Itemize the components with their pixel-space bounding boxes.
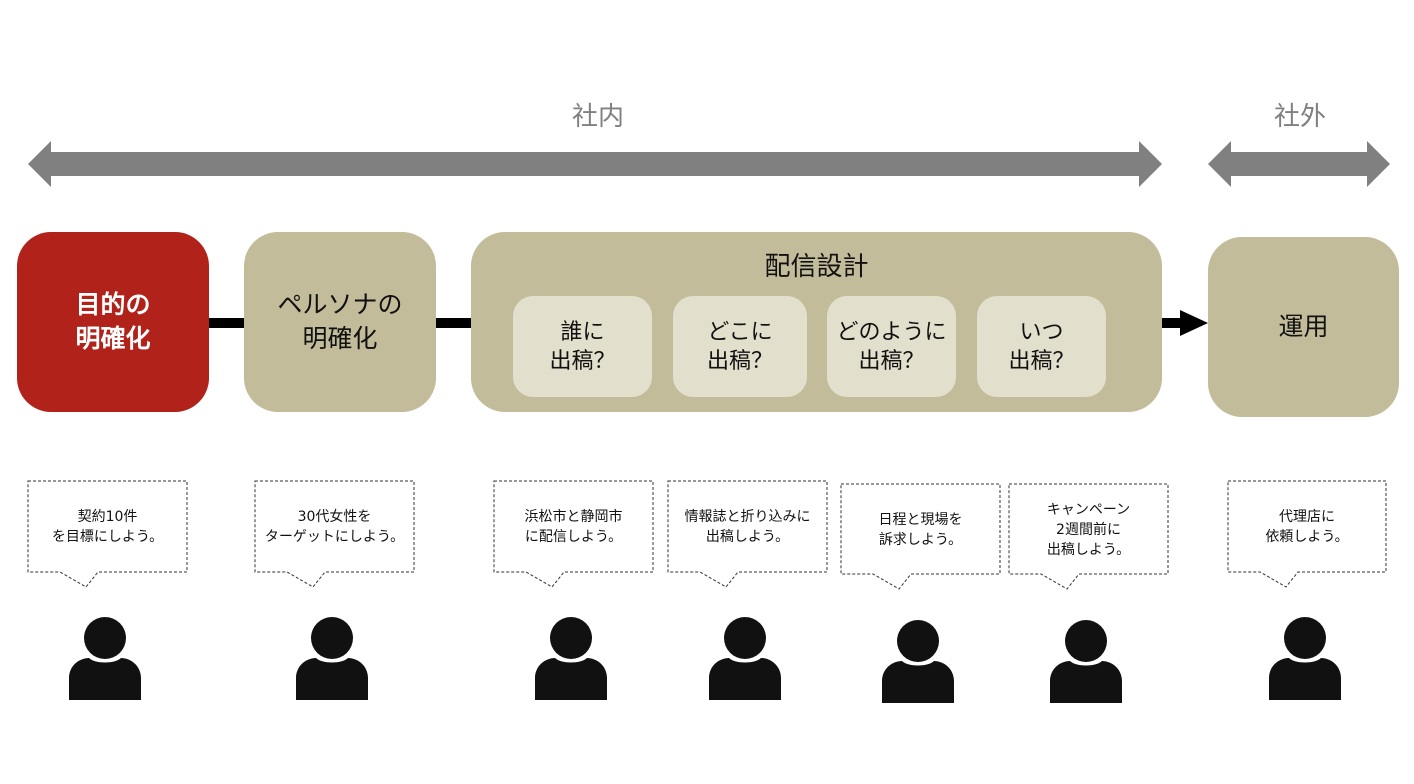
speech-bubble-shape: [493, 480, 654, 588]
scope-external-arrow: [1208, 141, 1390, 187]
person-icon: [709, 617, 781, 700]
question-when: いつ 出稿？: [977, 296, 1106, 397]
step-persona: ペルソナの 明確化: [244, 232, 436, 412]
design-title: 配信設計: [764, 252, 869, 282]
bubble-operation-text: 代理店に 依頼しよう。: [1265, 509, 1349, 545]
person-icon: [296, 617, 368, 700]
scope-external-label: 社外: [1273, 102, 1326, 132]
scope-internal-label: 社内: [571, 102, 624, 132]
bubble-goal-text: 契約10件 を目標にしよう。: [51, 509, 164, 545]
bubble-when-text: キャンペーン 2週間前に 出稿しよう。: [1046, 502, 1131, 558]
person-icon: [1269, 617, 1341, 700]
step-design: 配信設計 誰に 出稿？ どこに 出稿？ どのように 出稿？ いつ 出稿？: [471, 232, 1162, 412]
connector-design-operation: [1161, 318, 1183, 328]
step-operation: 運用: [1208, 237, 1399, 417]
speech-bubble-shape: [1227, 480, 1387, 588]
bubble-how-text: 日程と現場を 訴求しよう。: [878, 512, 963, 548]
question-who: 誰に 出稿？: [513, 296, 652, 397]
question-how: どのように 出稿？: [827, 296, 956, 397]
connector-goal-persona: [209, 318, 245, 328]
speech-bubble-shape: [254, 480, 415, 588]
connector-persona-design: [436, 318, 472, 328]
person-icon: [1050, 620, 1122, 703]
speech-bubble-shape: [840, 483, 1001, 590]
person-icon: [535, 617, 607, 700]
bubble-persona-text: 30代女性を ターゲットにしよう。: [264, 509, 405, 545]
flow-arrow-head: [1180, 310, 1208, 336]
question-where: どこに 出稿？: [673, 296, 807, 397]
speech-bubble-shape: [27, 480, 188, 588]
speech-bubble-shape: [1008, 483, 1169, 590]
speech-bubble-shape: [667, 480, 828, 588]
bubble-who-text: 浜松市と静岡市 に配信しよう。: [524, 509, 623, 545]
scope-internal-arrow: [28, 141, 1162, 187]
person-icon: [69, 617, 141, 700]
person-icon: [882, 620, 954, 703]
step-goal: 目的の 明確化: [17, 232, 209, 412]
bubble-where-text: 情報誌と折り込みに 出稿しよう。: [684, 509, 811, 545]
